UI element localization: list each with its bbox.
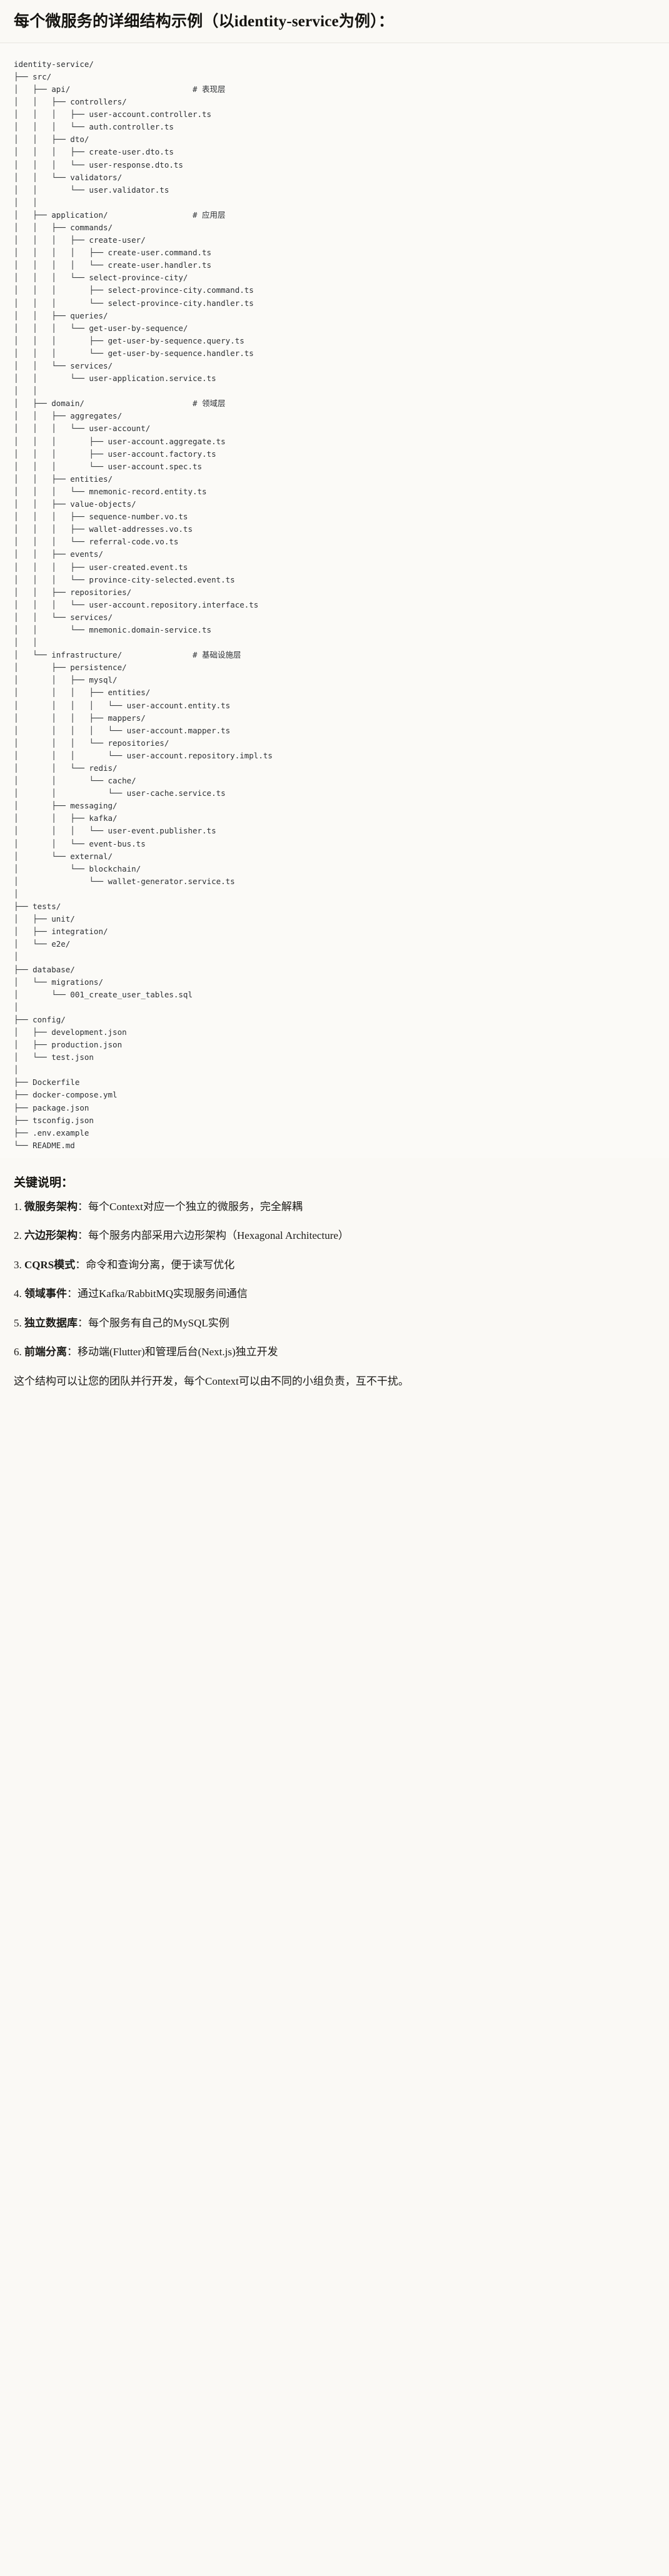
closing-paragraph: 这个结构可以让您的团队并行开发，每个Context可以由不同的小组负责，互不干扰…	[14, 1375, 409, 1387]
page-root: 每个微服务的详细结构示例（以identity-service为例）： ident…	[0, 0, 669, 1408]
key-note-separator: ：	[75, 1258, 86, 1271]
key-note-item: 领域事件：通过Kafka/RabbitMQ实现服务间通信	[14, 1286, 655, 1302]
key-note-term: 微服务架构	[24, 1200, 78, 1213]
key-note-term: 领域事件	[24, 1288, 67, 1300]
key-note-term: CQRS模式	[24, 1258, 76, 1271]
key-note-separator: ：	[78, 1316, 88, 1329]
page-title: 每个微服务的详细结构示例（以identity-service为例）：	[14, 13, 395, 30]
key-note-description: 通过Kafka/RabbitMQ实现服务间通信	[78, 1288, 248, 1300]
key-note-item: 微服务架构：每个Context对应一个独立的微服务，完全解耦	[14, 1199, 655, 1215]
key-note-description: 每个服务内部采用六边形架构（Hexagonal Architecture）	[88, 1229, 349, 1242]
key-note-term: 前端分离	[24, 1346, 67, 1358]
key-notes-list: 微服务架构：每个Context对应一个独立的微服务，完全解耦六边形架构：每个服务…	[14, 1199, 655, 1360]
key-note-term: 独立数据库	[24, 1316, 78, 1329]
key-note-term: 六边形架构	[24, 1229, 78, 1242]
key-notes-section: 关键说明： 微服务架构：每个Context对应一个独立的微服务，完全解耦六边形架…	[0, 1158, 669, 1408]
key-note-item: 六边形架构：每个服务内部采用六边形架构（Hexagonal Architectu…	[14, 1228, 655, 1244]
key-note-separator: ：	[78, 1200, 88, 1213]
key-note-description: 每个Context对应一个独立的微服务，完全解耦	[88, 1200, 303, 1213]
key-note-separator: ：	[67, 1346, 78, 1358]
key-note-description: 每个服务有自己的MySQL实例	[88, 1316, 229, 1329]
key-note-item: 前端分离：移动端(Flutter)和管理后台(Next.js)独立开发	[14, 1344, 655, 1360]
key-notes-heading: 关键说明：	[14, 1176, 74, 1189]
key-note-item: CQRS模式：命令和查询分离，便于读写优化	[14, 1257, 655, 1273]
directory-tree: identity-service/ ├── src/ │ ├── api/ # …	[14, 59, 273, 1150]
key-note-item: 独立数据库：每个服务有自己的MySQL实例	[14, 1315, 655, 1331]
directory-tree-block: identity-service/ ├── src/ │ ├── api/ # …	[0, 43, 669, 1158]
key-note-description: 命令和查询分离，便于读写优化	[86, 1258, 235, 1271]
key-note-description: 移动端(Flutter)和管理后台(Next.js)独立开发	[78, 1346, 278, 1358]
key-note-separator: ：	[67, 1288, 78, 1300]
key-note-separator: ：	[78, 1229, 88, 1242]
page-header: 每个微服务的详细结构示例（以identity-service为例）：	[0, 0, 669, 43]
